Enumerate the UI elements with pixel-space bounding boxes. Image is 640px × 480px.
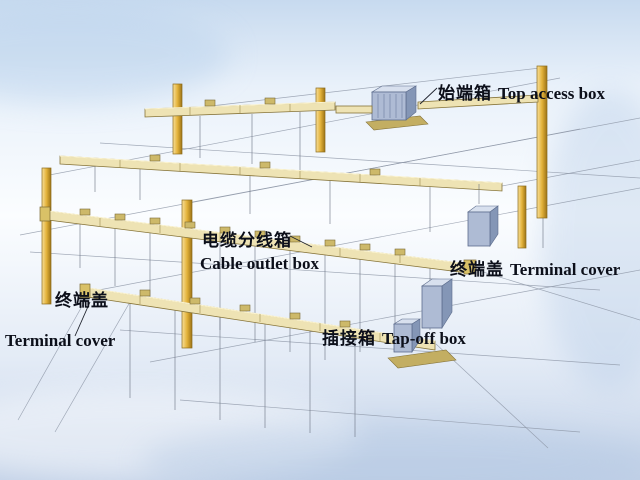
label-terminal-cover-left-zh: 终端盖	[55, 291, 109, 310]
leader-lines	[74, 87, 438, 337]
terminal-cover-right-end	[463, 259, 477, 275]
label-cable-outlet-box: 电缆分线箱 Cable outlet box	[200, 226, 319, 274]
busway-run-top	[144, 94, 539, 118]
terminal-box-right	[467, 184, 499, 247]
label-tap-off-box: 插接箱 Tap-off box	[322, 324, 466, 349]
label-top-access-box-en: Top access box	[498, 84, 606, 103]
label-terminal-cover-right-zh: 终端盖	[450, 260, 504, 279]
label-terminal-cover-left-zh-line: 终端盖	[55, 286, 109, 311]
hanger-rods	[79, 112, 544, 437]
label-tap-off-box-en: Tap-off box	[382, 329, 466, 348]
label-top-access-box-zh: 始端箱	[438, 84, 492, 103]
tap-off-box	[387, 278, 457, 369]
label-terminal-cover-right-en: Terminal cover	[510, 260, 621, 279]
label-tap-off-box-zh: 插接箱	[322, 329, 376, 348]
terminal-cover-left-end-run3	[39, 206, 51, 222]
label-cable-outlet-box-zh: 电缆分线箱	[202, 231, 292, 250]
top-access-box	[335, 85, 429, 131]
label-top-access-box: 始端箱 Top access box	[438, 79, 605, 104]
label-terminal-cover-right: 终端盖 Terminal cover	[450, 255, 620, 280]
support-columns	[41, 65, 548, 349]
label-terminal-cover-left-en-line: Terminal cover	[5, 331, 115, 351]
label-terminal-cover-left-en: Terminal cover	[5, 331, 116, 350]
terminal-cover-left-end	[79, 283, 91, 299]
busway-run-cable-outlet	[39, 206, 477, 275]
busway-run-second	[59, 154, 503, 192]
label-cable-outlet-box-en: Cable outlet box	[200, 254, 319, 273]
busway-run-tap-off	[79, 283, 436, 351]
